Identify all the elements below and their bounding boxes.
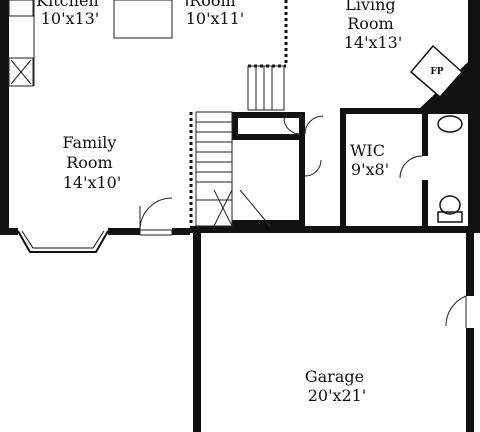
family-room-door-swing xyxy=(139,197,173,231)
family-room-bottom-wall-right xyxy=(108,228,140,235)
toilet-bowl xyxy=(439,195,461,215)
family-room-bottom-wall-far xyxy=(172,228,190,235)
bath-sink xyxy=(437,115,463,133)
family-room-door xyxy=(139,229,173,236)
hall-wall-top xyxy=(234,112,304,118)
range-burner-2 xyxy=(10,59,32,85)
wic-wall-right-upper xyxy=(422,108,428,156)
hall-wall-mid xyxy=(234,134,304,140)
wic-wall-left xyxy=(340,108,346,226)
bath-wall-top xyxy=(422,108,472,114)
bay-window-inner xyxy=(21,230,105,249)
wic-door-swing-lower xyxy=(304,159,322,177)
garage-door-swing xyxy=(445,295,467,327)
wic-wall-right-lower xyxy=(422,180,428,226)
fireplace-hearth xyxy=(409,44,464,99)
kitchen-sink xyxy=(8,0,34,17)
right-exterior-wall xyxy=(468,0,480,233)
garage-top-wall xyxy=(190,226,480,233)
upper-stairs xyxy=(247,65,285,111)
staircase xyxy=(195,111,271,227)
wic-door-swing-left xyxy=(304,115,324,135)
kitchen-range xyxy=(8,57,34,87)
garage-right-wall-lower xyxy=(466,328,474,432)
wic-wall-top xyxy=(340,108,428,114)
toilet-tank xyxy=(437,211,463,223)
family-room-label: Family Room 14'x10' xyxy=(62,133,121,192)
garage-label: Garage 20'x21' xyxy=(305,367,369,405)
bay-window xyxy=(17,230,109,253)
living-room-label: Living Room 14'x13' xyxy=(344,0,403,52)
kitchen-island xyxy=(113,0,173,39)
fireplace-label: FP xyxy=(430,67,443,77)
closet-wall-bottom xyxy=(232,220,305,226)
hall-wall-left xyxy=(232,112,238,140)
kitchen-label: Kitchen 10'x13' xyxy=(36,0,104,28)
wic-label: WIC 9'x8' xyxy=(350,141,390,179)
dining-room-label: Room 10'x11' xyxy=(186,0,245,28)
family-room-bottom-wall-left xyxy=(0,228,18,235)
left-exterior-wall xyxy=(0,0,9,233)
garage-left-wall xyxy=(193,226,201,432)
hall-door-swing xyxy=(283,117,301,135)
bath-door-swing xyxy=(399,155,423,179)
closet-wall-right xyxy=(299,112,305,226)
garage-right-wall-upper xyxy=(466,226,474,296)
